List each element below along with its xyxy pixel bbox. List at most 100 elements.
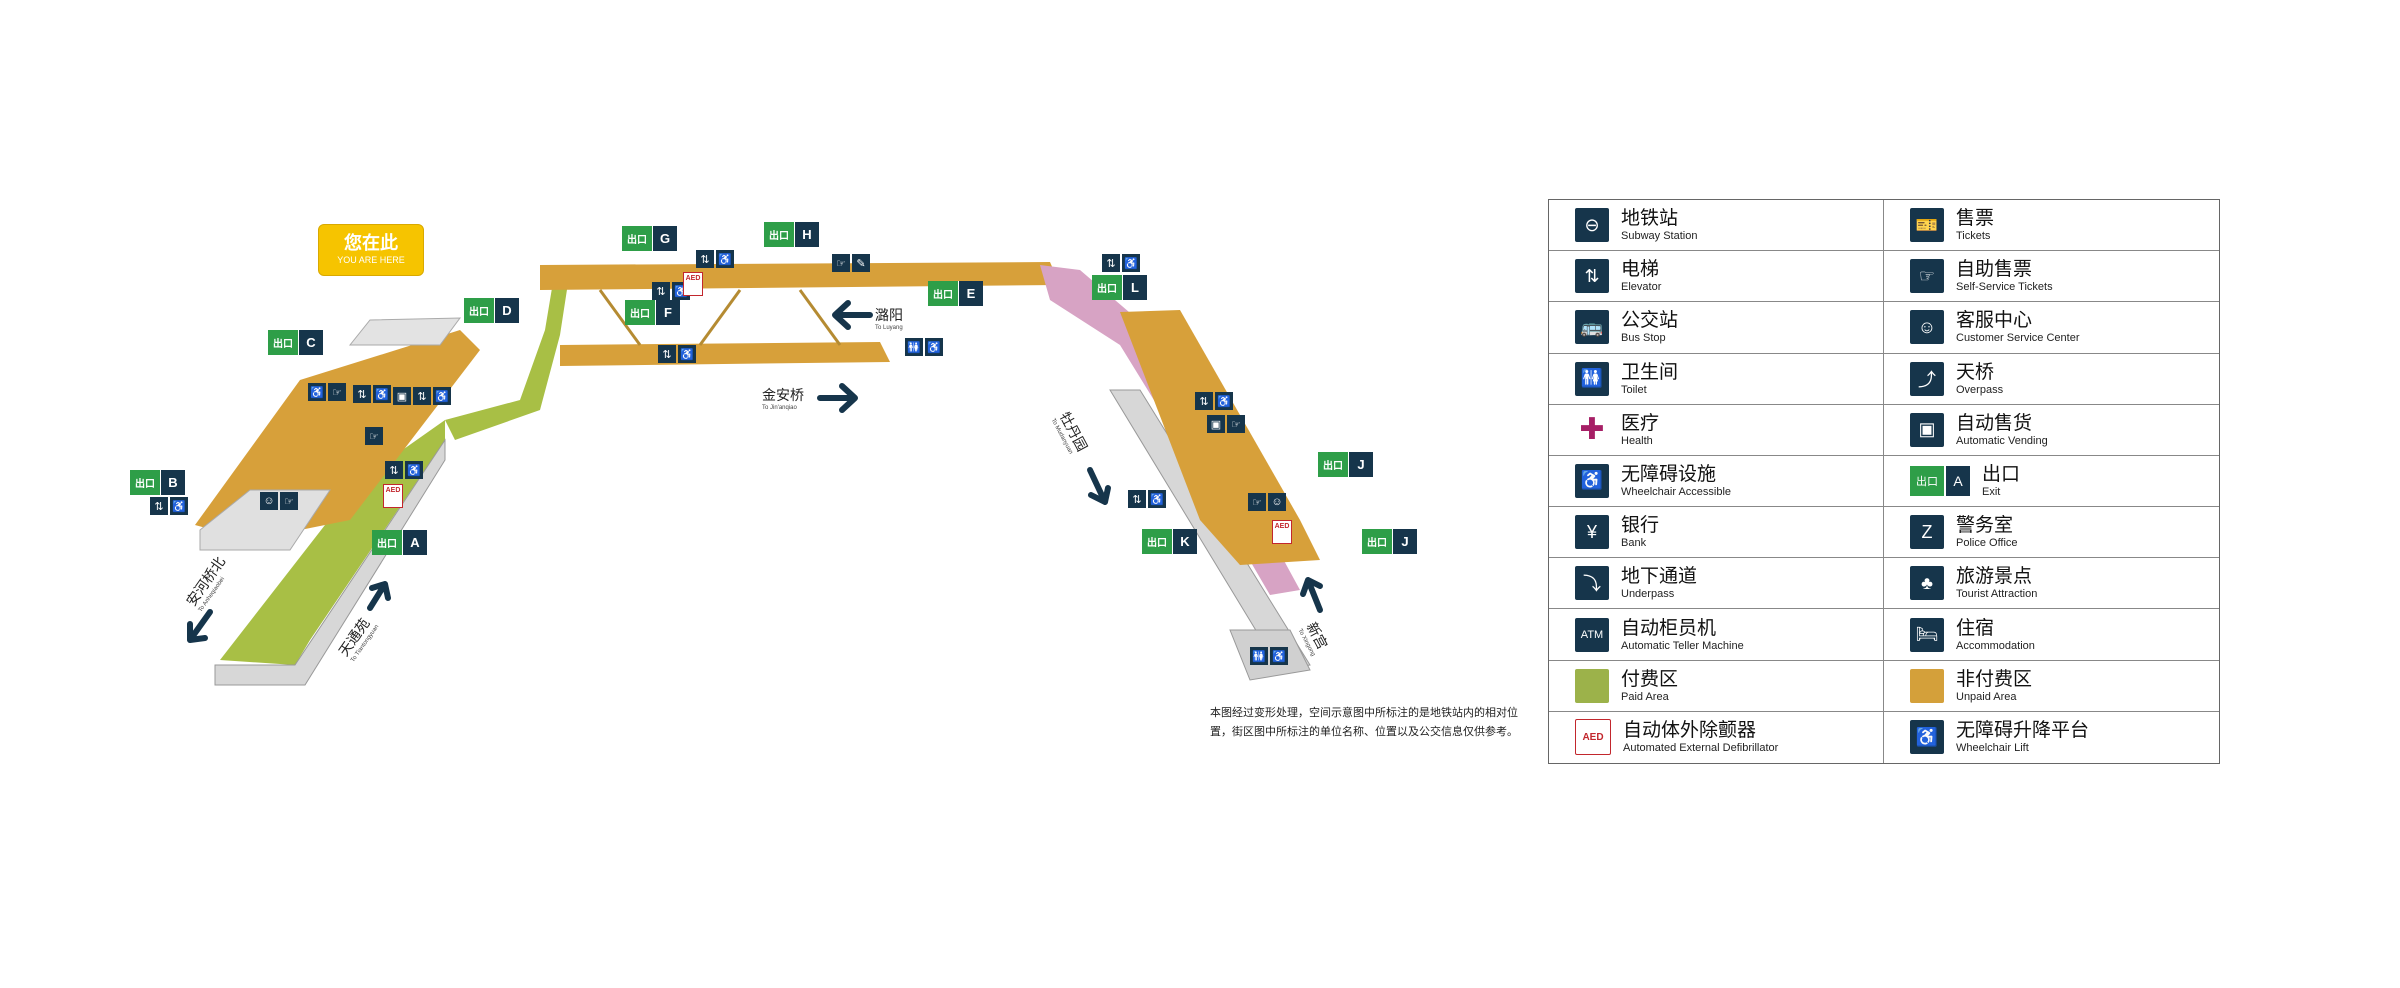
vending-icon: ▣	[1910, 412, 1944, 447]
elevator-icon: ⇅	[696, 250, 714, 268]
bus-icon: 🚌	[1575, 310, 1609, 345]
toilet-icon: ▣	[1207, 415, 1225, 433]
facilities-cluster: 🚻♿	[905, 338, 943, 356]
aed-icon: AED	[1575, 719, 1611, 756]
top-concourse-lower	[560, 342, 890, 366]
facilities-cluster: ♿☞	[308, 383, 346, 401]
exit-letter: E	[958, 281, 983, 306]
toilet-icon: ▣	[393, 387, 411, 405]
aed-marker: AED	[383, 484, 403, 508]
self-service-tickets-icon: ☞	[280, 492, 298, 510]
aed-marker: AED	[1272, 520, 1292, 544]
facilities-cluster: ☞☺	[1248, 493, 1286, 511]
legend-label-cn: 售票	[1956, 208, 1995, 230]
exit-letter: J	[1392, 529, 1417, 554]
elevator-icon: ⇅	[353, 385, 371, 403]
legend-label-en: Tickets	[1956, 230, 1991, 243]
wheelchair-icon: ♿	[678, 345, 696, 363]
legend-label-en: Overpass	[1956, 383, 2004, 396]
legend-label-en: Automatic Vending	[1956, 434, 2048, 447]
exit-word: 出口	[764, 222, 794, 247]
legend-label-en: Subway Station	[1621, 230, 1698, 243]
legend-label-en: Automatic Teller Machine	[1621, 639, 1744, 652]
self-service-tickets-icon: ☞	[1248, 493, 1266, 511]
elevator-icon: ⇅	[385, 461, 403, 479]
arrow-xingong	[1300, 577, 1323, 613]
facilities-cluster: ⇅♿	[658, 345, 696, 363]
elevator-icon: ⇅	[1195, 392, 1213, 410]
legend-label-en: Exit	[1982, 485, 2001, 498]
arrow-anheqiaobei	[187, 609, 213, 643]
paid-area-icon	[1575, 668, 1609, 703]
bank-icon: ¥	[1575, 515, 1609, 550]
tourist-icon: ♣	[1910, 566, 1944, 601]
facilities-cluster: ⇅♿	[1102, 254, 1140, 272]
unpaid-area-icon	[1910, 668, 1944, 703]
subway-icon: ⊖	[1575, 208, 1609, 243]
police-icon: Z	[1910, 515, 1944, 550]
exit-letter: L	[1122, 275, 1147, 300]
exit-word: 出口	[1910, 465, 1944, 496]
health-icon: ✚	[1575, 412, 1609, 447]
legend-label-en: Health	[1621, 434, 1653, 447]
exit-word: 出口	[1362, 529, 1392, 554]
wheelchair-icon: ♿	[405, 461, 423, 479]
exit-word: 出口	[372, 530, 402, 555]
facilities-cluster: ☞	[365, 427, 383, 445]
legend-label-cn: 自动体外除颤器	[1623, 720, 1757, 742]
facilities-cluster: ▣⇅♿	[393, 387, 451, 405]
legend-label-cn: 地下通道	[1621, 566, 1698, 588]
legend-label-cn: 旅游景点	[1956, 566, 2033, 588]
you-are-here-cn: 您在此	[344, 233, 398, 253]
station-diagram	[187, 262, 1323, 686]
facilities-cluster: ⇅♿	[1128, 490, 1166, 508]
wheelchair-icon: ♿	[1122, 254, 1140, 272]
legend-label-cn: 地铁站	[1621, 208, 1679, 230]
self-service-tickets-icon: ☞	[832, 254, 850, 272]
you-are-here-en: YOU ARE HERE	[337, 255, 405, 265]
legend-label-cn: 付费区	[1621, 668, 1679, 690]
exit-letter: C	[298, 330, 323, 355]
tickets-icon: 🎫	[1910, 208, 1944, 243]
wheelchair-lift-icon: ♿	[1910, 720, 1944, 755]
wheelchair-icon: ♿	[373, 385, 391, 403]
legend-label-en: Tourist Attraction	[1956, 588, 2038, 601]
wheelchair-icon: ♿	[1575, 463, 1609, 498]
wheelchair-icon: ♿	[170, 497, 188, 515]
direction-jinanqiao-en: To Jin'anqiao	[762, 405, 797, 411]
arrow-tiantongyuan	[367, 581, 391, 611]
wheelchair-icon: ♿	[1148, 490, 1166, 508]
